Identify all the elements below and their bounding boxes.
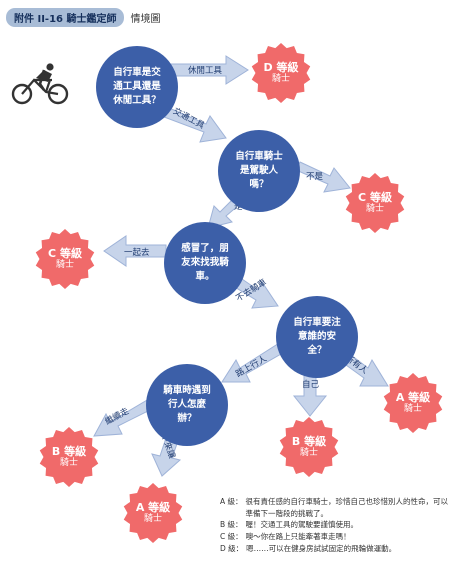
grade-label: C 等級: [48, 247, 82, 260]
header: 附件 II-16 騎士鑑定師 情境圖: [6, 7, 161, 27]
grade-label: B 等級: [51, 445, 87, 458]
grade-legend: A 級： 很有責任感的自行車騎士，珍惜自己也珍惜別人的性命，可以準備下一階段的挑…: [220, 496, 452, 554]
grade-label: B 等級: [291, 435, 327, 448]
grade-label: D 等級: [263, 61, 299, 74]
knight-label: 騎士: [299, 448, 318, 459]
label-leisure: 休閒工具: [188, 66, 223, 76]
question-is-driver: 自行車騎士 是駕駛人 嗎？: [218, 130, 300, 212]
grade-badge-b-left: B 等級 騎士: [38, 426, 100, 488]
question-label: 自行車是交 通工具還是 休閒工具？: [113, 67, 161, 106]
grade-label: A 等級: [135, 501, 171, 514]
question-label: 自行車要注 意誰的安 全？: [293, 317, 341, 356]
grade-badge-a-bottom: A 等級 騎士: [122, 482, 184, 544]
legend-text: 喔！交通工具的駕駛要謹慎使用。: [245, 520, 359, 530]
grade-badge-c-right: C 等級 騎士: [344, 172, 406, 234]
question-label: 感冒了，朋 友來找我騎 車。: [181, 243, 229, 282]
arrow-go-together: [103, 235, 167, 267]
label-not-driver: 不是: [306, 172, 324, 182]
arrow-not-driver: [295, 161, 351, 193]
knight-label: 騎士: [403, 404, 422, 415]
legend-level: C 級：: [220, 531, 243, 541]
question-transport-or-leisure: 自行車是交 通工具還是 休閒工具？: [96, 46, 178, 128]
knight-label: 騎士: [365, 204, 384, 215]
legend-row-b: B 級： 喔！交通工具的駕駛要謹慎使用。: [220, 519, 452, 531]
legend-level: A 級：: [220, 497, 243, 506]
knight-label: 騎士: [143, 514, 162, 525]
grade-badge-a-right: A 等級 騎士: [382, 372, 444, 434]
legend-text: 嗯……可以在健身房試試固定的飛輪做運動。: [246, 543, 397, 553]
question-label: 騎車時遇到 行人怎麼 辦？: [163, 385, 211, 424]
legend-row-d: D 級： 嗯……可以在健身房試試固定的飛輪做運動。: [220, 543, 452, 555]
question-whose-safety: 自行車要注 意誰的安 全？: [276, 296, 358, 378]
label-is-driver: 是: [234, 202, 243, 212]
knight-label: 騎士: [55, 260, 74, 271]
question-sick-ride: 感冒了，朋 友來找我騎 車。: [164, 222, 246, 304]
question-meet-pedestrian: 騎車時遇到 行人怎麼 辦？: [146, 364, 228, 446]
legend-text: 噢～你在路上只能牽著車走嗎！: [245, 531, 351, 541]
question-label: 自行車騎士 是駕駛人 嗎？: [235, 151, 283, 190]
knight-label: 騎士: [59, 458, 78, 469]
header-subtitle: 情境圖: [130, 13, 161, 25]
knight-label: 騎士: [271, 74, 290, 85]
grade-badge-c-left: C 等級 騎士: [34, 228, 96, 290]
cyclist-icon: [11, 63, 69, 105]
header-tag: 附件 II-16 騎士鑑定師: [6, 7, 125, 27]
legend-level: B 級：: [220, 520, 243, 530]
arrow-leisure: [167, 55, 249, 85]
grade-label: A 等級: [395, 391, 431, 404]
grade-badge-d: D 等級 騎士: [250, 42, 312, 104]
label-go-together: 一起去: [124, 248, 150, 258]
legend-level: D 級：: [220, 543, 244, 553]
legend-row-c: C 級： 噢～你在路上只能牽著車走嗎！: [220, 531, 452, 543]
grade-label: C 等級: [358, 191, 392, 204]
label-self: 自己: [302, 380, 320, 390]
legend-row-a: A 級： 很有責任感的自行車騎士，珍惜自己也珍惜別人的性命，可以準備下一階段的挑…: [220, 496, 452, 519]
grade-badge-b-center: B 等級 騎士: [278, 416, 340, 478]
legend-text: 很有責任感的自行車騎士，珍惜自己也珍惜別人的性命，可以準備下一階段的挑戰了。: [245, 497, 449, 518]
